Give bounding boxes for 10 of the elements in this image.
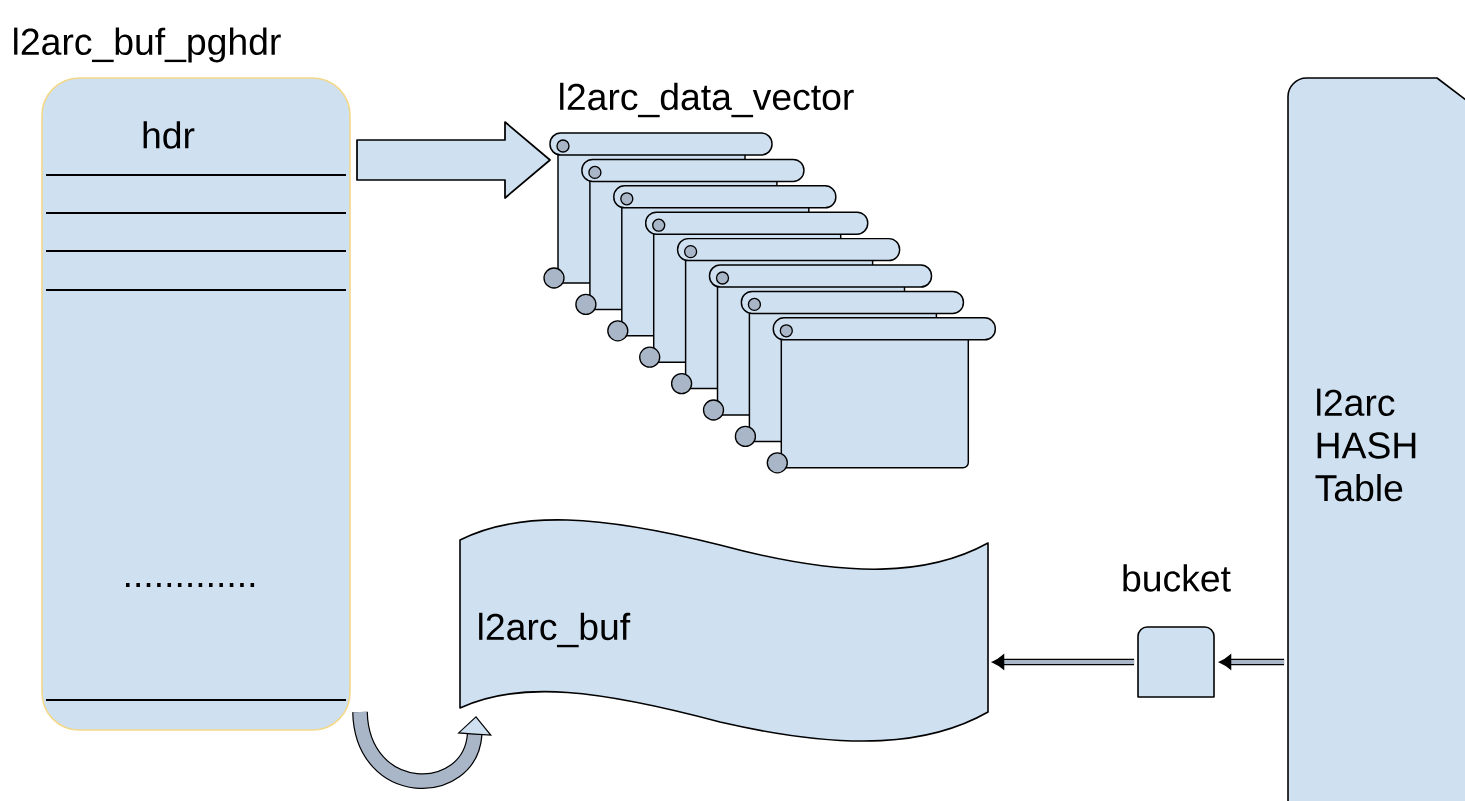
table-label: l2arc HASH Table [1315, 388, 1416, 502]
buffer-label: l2arc_buf [479, 612, 631, 648]
ellipsis: ............. [126, 583, 255, 587]
heading: bucket [1123, 564, 1231, 592]
arrow [991, 654, 1135, 670]
block-arrow [356, 121, 551, 199]
arrow [1218, 654, 1285, 670]
heading: l2arc_buf_pghdr [14, 27, 281, 63]
field-label: hdr [143, 121, 195, 149]
heading: l2arc_data_vector [560, 82, 854, 118]
